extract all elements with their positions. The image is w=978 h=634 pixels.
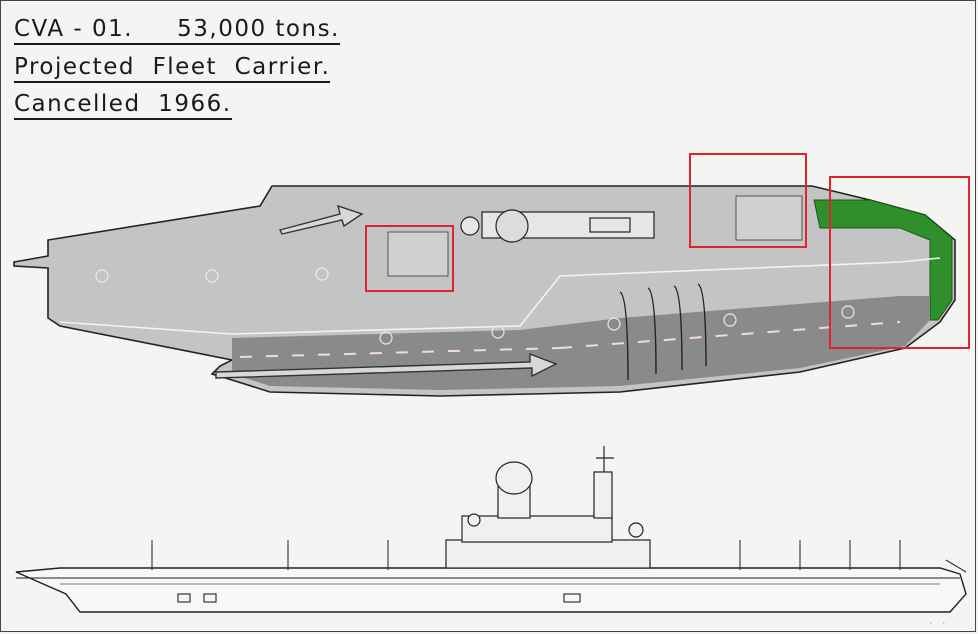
highlight-forward-lift: [365, 225, 454, 292]
hull-openings: [177, 593, 581, 603]
landing-centreline: [239, 321, 901, 358]
title-status: Cancelled 1966.: [14, 91, 232, 120]
highlight-bow: [829, 176, 970, 349]
highlight-aft-lift: [689, 153, 807, 248]
title-designation: CVA - 01. 53,000 tons.: [14, 16, 340, 45]
deck-aerials: [151, 540, 967, 573]
forward-lift: [387, 231, 449, 277]
deck-markers: [95, 267, 855, 345]
hull-profile: [15, 567, 967, 613]
island-profile: [445, 446, 651, 569]
watermark: · ·: [928, 616, 948, 632]
title-type: Projected Fleet Carrier.: [14, 54, 331, 83]
bow-green-area: [813, 199, 953, 321]
catapult-arrows: [215, 204, 558, 379]
profile-view: [15, 446, 967, 613]
plan-view: [13, 185, 956, 397]
arrestor-wires: [619, 283, 707, 381]
deck-edge-line: [59, 257, 941, 335]
aft-lift: [735, 195, 803, 241]
island-structure: [460, 209, 655, 243]
